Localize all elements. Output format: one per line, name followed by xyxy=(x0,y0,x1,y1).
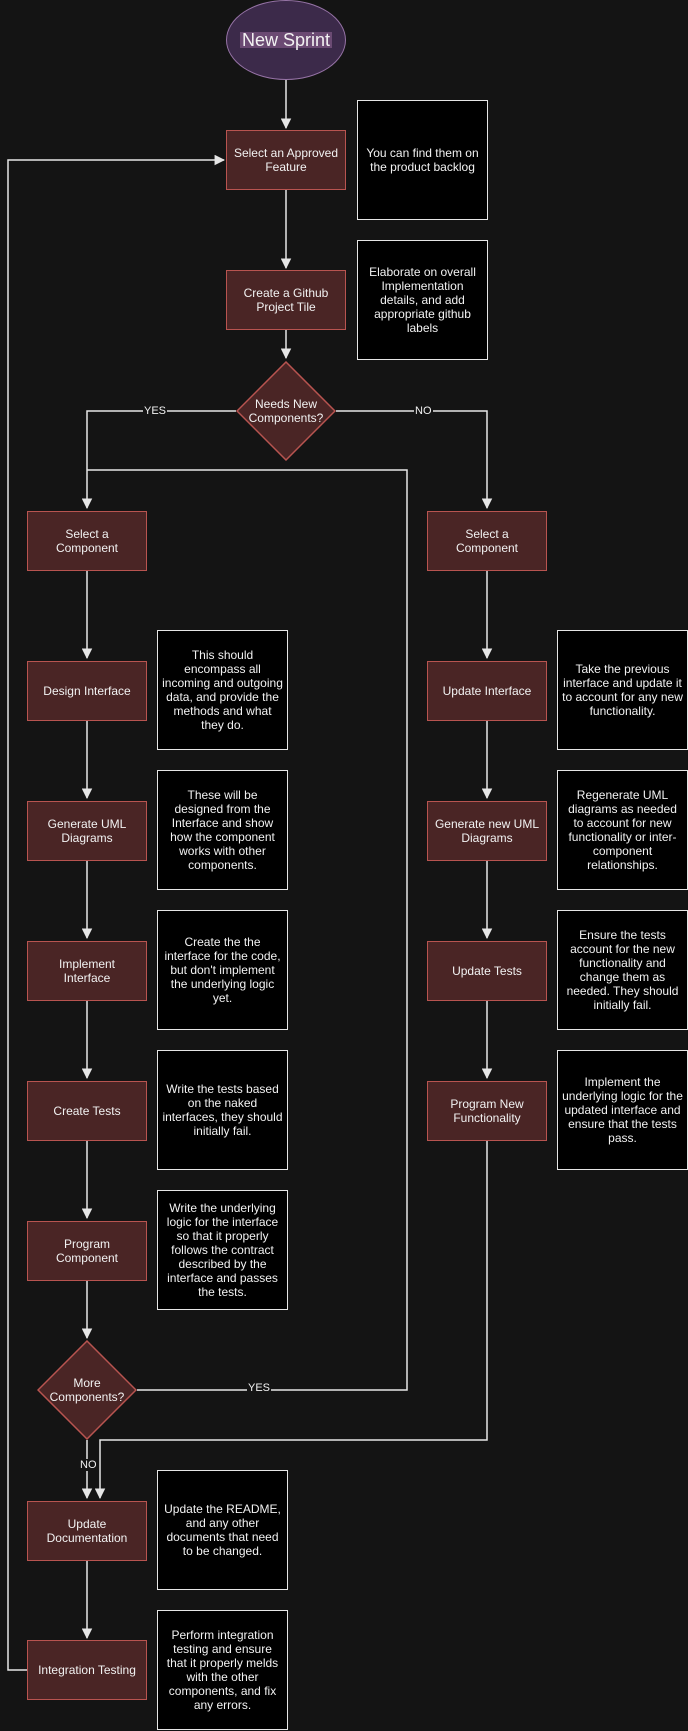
edge-decision-no xyxy=(336,410,493,510)
more-components-decision[interactable]: More Components? xyxy=(37,1340,137,1440)
update-documentation-note: Update the README, and any other documen… xyxy=(157,1470,288,1590)
edge-label-no: NO xyxy=(414,405,433,417)
program-component-node[interactable]: Program Component xyxy=(27,1221,147,1281)
create-tests-node[interactable]: Create Tests xyxy=(27,1081,147,1141)
update-interface-node[interactable]: Update Interface xyxy=(427,661,547,721)
backlog-note: You can find them on the product backlog xyxy=(357,100,488,220)
program-new-functionality-node[interactable]: Program New Functionality xyxy=(427,1081,547,1141)
generate-uml-node[interactable]: Generate UML Diagrams xyxy=(27,801,147,861)
needs-new-components-decision[interactable]: Needs New Components? xyxy=(236,361,336,461)
start-node[interactable]: New Sprint xyxy=(226,0,346,80)
decision-label: More Components? xyxy=(49,1376,125,1404)
generate-new-uml-node[interactable]: Generate new UML Diagrams xyxy=(427,801,547,861)
edge-integration-loop xyxy=(7,154,226,1671)
edge-label-more-no: NO xyxy=(79,1459,98,1471)
update-documentation-node[interactable]: Update Documentation xyxy=(27,1501,147,1561)
elaborate-note: Elaborate on overall Implementation deta… xyxy=(357,240,488,360)
generate-uml-note: These will be designed from the Interfac… xyxy=(157,770,288,890)
create-tile-node[interactable]: Create a Github Project Tile xyxy=(226,270,346,330)
update-tests-note: Ensure the tests account for the new fun… xyxy=(557,910,688,1030)
design-interface-node[interactable]: Design Interface xyxy=(27,661,147,721)
right-select-component-node[interactable]: Select a Component xyxy=(427,511,547,571)
design-interface-note: This should encompass all incoming and o… xyxy=(157,630,288,750)
edge-r-program-docs xyxy=(94,1141,488,1500)
edge-decision-yes xyxy=(81,410,236,510)
generate-new-uml-note: Regenerate UML diagrams as needed to acc… xyxy=(557,770,688,890)
update-tests-node[interactable]: Update Tests xyxy=(427,941,547,1001)
decision-label: Needs New Components? xyxy=(248,397,324,425)
edge-label-more-yes: YES xyxy=(247,1382,272,1394)
implement-interface-node[interactable]: Implement Interface xyxy=(27,941,147,1001)
decision-diamond-shape xyxy=(37,1340,137,1440)
decision-diamond-shape xyxy=(236,361,336,461)
create-tests-note: Write the tests based on the naked inter… xyxy=(157,1050,288,1170)
start-label: New Sprint xyxy=(239,30,333,50)
program-component-note: Write the underlying logic for the inter… xyxy=(157,1190,288,1310)
edge-more-yes-loop xyxy=(87,469,408,1391)
left-select-component-node[interactable]: Select a Component xyxy=(27,511,147,571)
integration-testing-note: Perform integration testing and ensure t… xyxy=(157,1610,288,1730)
select-feature-node[interactable]: Select an Approved Feature xyxy=(226,130,346,190)
program-new-functionality-note: Implement the underlying logic for the u… xyxy=(557,1050,688,1170)
edge-label-yes: YES xyxy=(143,405,168,417)
integration-testing-node[interactable]: Integration Testing xyxy=(27,1640,147,1700)
update-interface-note: Take the previous interface and update i… xyxy=(557,630,688,750)
implement-interface-note: Create the the interface for the code, b… xyxy=(157,910,288,1030)
